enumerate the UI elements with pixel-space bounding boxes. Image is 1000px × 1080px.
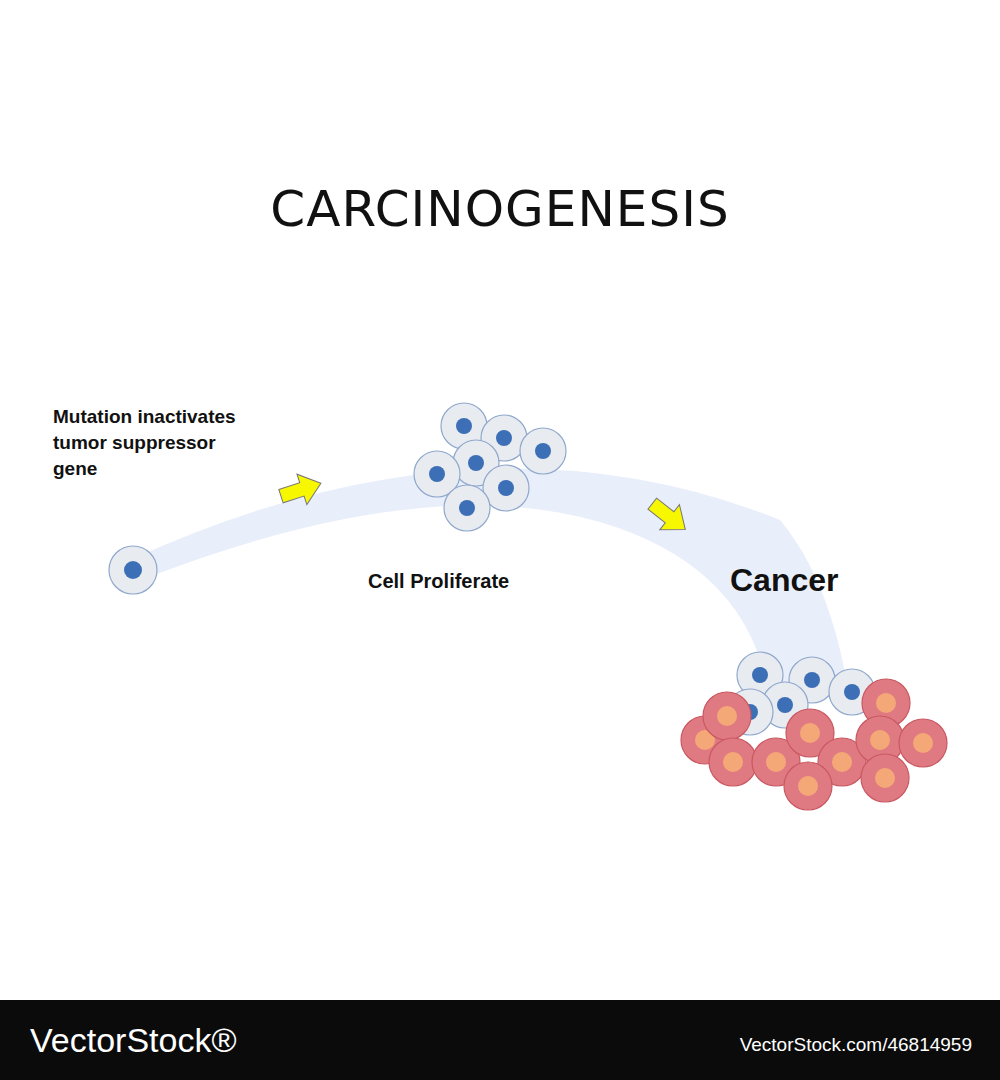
normal-cell xyxy=(444,485,490,531)
cancer-cell xyxy=(709,738,757,786)
progression-band xyxy=(130,469,848,690)
cell-nucleus xyxy=(752,667,768,683)
cell-nucleus xyxy=(124,561,142,579)
cell-nucleus xyxy=(800,723,820,743)
cell-nucleus xyxy=(429,466,445,482)
normal-cell xyxy=(520,428,566,474)
cell-nucleus xyxy=(496,430,512,446)
cell-nucleus xyxy=(535,443,551,459)
step-label: Cancer xyxy=(730,562,839,599)
cell-nucleus xyxy=(498,480,514,496)
cell-nucleus xyxy=(876,693,896,713)
cell-nucleus xyxy=(766,752,786,772)
cell-nucleus xyxy=(804,672,820,688)
normal-cell xyxy=(109,546,157,594)
cell-nucleus xyxy=(456,418,472,434)
watermark: VectorStock® xyxy=(30,1021,236,1060)
cell-nucleus xyxy=(913,733,933,753)
cell-group xyxy=(109,403,947,810)
cell-nucleus xyxy=(870,730,890,750)
cell-nucleus xyxy=(777,697,793,713)
step-label: Cell Proliferate xyxy=(368,570,509,593)
cancer-cell xyxy=(703,692,751,740)
cancer-cell xyxy=(899,719,947,767)
step-label: Mutation inactivates tumor suppressor ge… xyxy=(53,404,248,482)
cell-nucleus xyxy=(459,500,475,516)
cell-nucleus xyxy=(844,684,860,700)
title: CARCINOGENESIS xyxy=(0,180,1000,238)
cell-nucleus xyxy=(875,768,895,788)
cancer-cell xyxy=(861,754,909,802)
cell-nucleus xyxy=(717,706,737,726)
watermark: VectorStock.com/46814959 xyxy=(740,1034,972,1056)
cancer-cell xyxy=(784,762,832,810)
cell-nucleus xyxy=(832,752,852,772)
yellow-arrow xyxy=(276,468,326,511)
cell-nucleus xyxy=(468,455,484,471)
yellow-arrow xyxy=(642,491,695,542)
cell-nucleus xyxy=(723,752,743,772)
cell-nucleus xyxy=(798,776,818,796)
